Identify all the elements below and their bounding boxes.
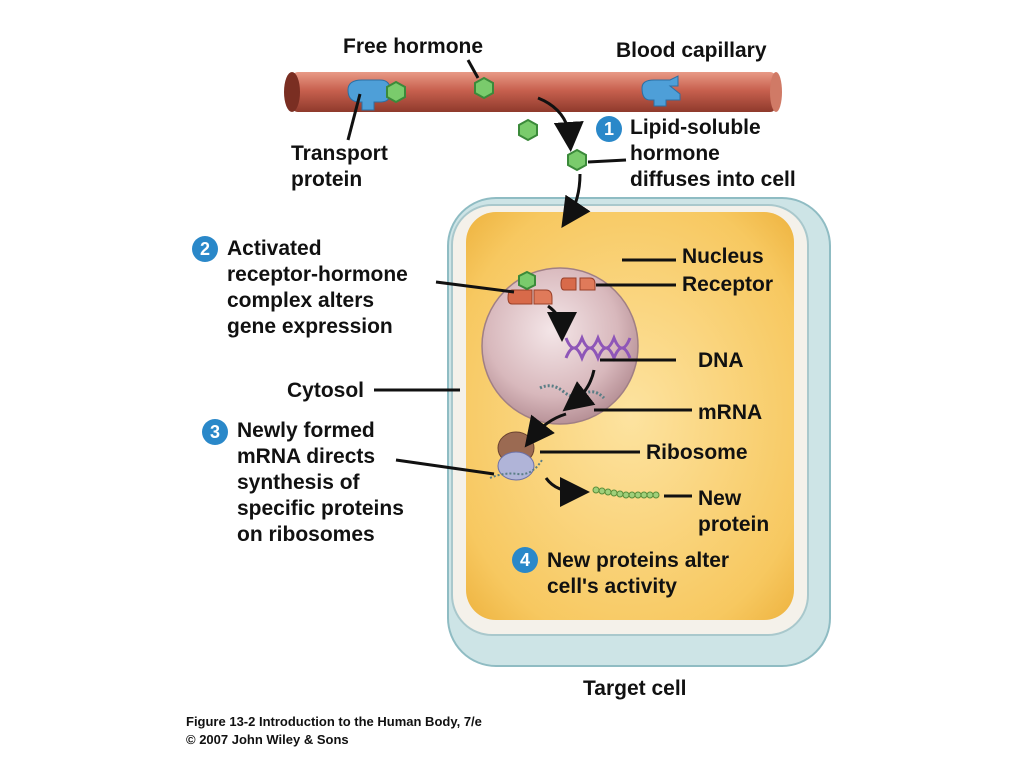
bound-hormone-icon [386,80,406,104]
receptor-label: Receptor [682,273,774,296]
caption-line-2: © 2007 John Wiley & Sons [186,732,349,747]
receptor-icon [560,277,596,291]
new-protein-label: New protein [698,487,770,536]
hormone-diffusing-1-icon [518,118,538,142]
hormone-diffusing-2-icon [567,148,587,172]
new-protein-chain-icon [592,486,660,499]
mrna-label: mRNA [698,401,763,424]
step-3-badge: 3 [202,419,228,445]
step-2-text: Activated receptor-hormone complex alter… [227,237,408,338]
figure-caption: Figure 13-2 Introduction to the Human Bo… [186,713,482,749]
step-1-badge: 1 [596,116,622,142]
step-2-badge: 2 [192,236,218,262]
transport-protein-label: Transport protein [291,142,388,191]
free-hormone-icon [474,76,494,100]
nucleus-label: Nucleus [682,245,764,268]
step-4-text: New proteins alter cell's activity [547,549,730,598]
empty-transport-protein-shape [641,75,681,107]
leader-lines [346,59,692,498]
step-4-badge: 4 [512,547,538,573]
dna-icon [564,333,632,363]
step-3-text: Newly formed mRNA directs synthesis of s… [237,419,404,546]
free-hormone-label: Free hormone [343,35,484,58]
caption-line-1: Figure 13-2 Introduction to the Human Bo… [186,714,482,729]
step-1-text: Lipid-soluble hormone diffuses into cell [630,116,796,191]
ribosome-label: Ribosome [646,441,748,464]
pathway-arrows [524,96,596,507]
blood-capillary-label: Blood capillary [616,39,767,62]
target-cell-label: Target cell [583,677,687,700]
cytosol-label: Cytosol [287,379,365,402]
nucleus-shape [481,267,639,425]
receptor-hormone-complex-icon [507,270,553,305]
dna-label: DNA [698,349,744,372]
